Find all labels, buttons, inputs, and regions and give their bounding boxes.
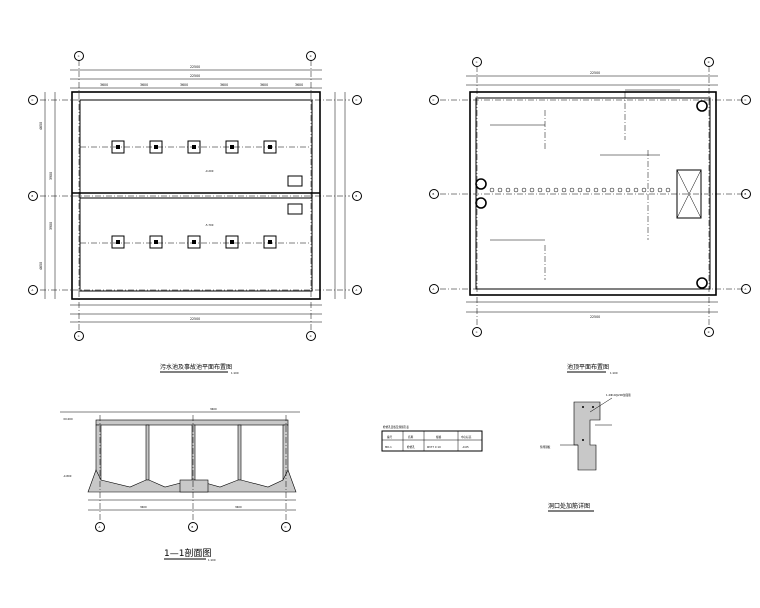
table-cell-spec: Φ377 X 10 xyxy=(427,445,441,449)
plan1-dim-bay-5: 3600 xyxy=(260,83,268,87)
grid-bubble-a-left-roof: A xyxy=(433,287,435,291)
section-bubble-c: C xyxy=(285,525,287,529)
plan1-dim-row-1: 4650 xyxy=(39,122,43,130)
grid-bubble-b-right-roof: B xyxy=(745,192,747,196)
plan2-scale: 1:100 xyxy=(610,371,618,375)
opening-detail: 1.2Φ10@200加强筋 预埋钢板 洞口处加筋详图 xyxy=(540,393,631,512)
grid-bubble-2-top-roof: ② xyxy=(708,61,711,64)
plan1-dim-bay-3: 3600 xyxy=(180,83,188,87)
grid-bubble-c-left-roof: C xyxy=(433,98,435,102)
column-row-1 xyxy=(111,140,277,154)
access-opening-2 xyxy=(287,203,303,215)
plan1-elev-1: -0.200 xyxy=(205,169,214,173)
column-row-2 xyxy=(111,235,277,249)
grid-bubble-b-left-roof: B xyxy=(433,192,435,196)
grid-bubble-c-left: C xyxy=(32,98,34,102)
section-dim-left: 3600 xyxy=(140,505,147,509)
roof-hole-left-1 xyxy=(475,178,487,190)
grid-bubble-a-right: A xyxy=(356,288,358,292)
plan1-dim-bay-1: 3600 xyxy=(100,83,108,87)
grid-bubble-a-left: A xyxy=(32,288,34,292)
roof-hatch xyxy=(676,169,702,219)
plan1-dim-overall-top: 22500 xyxy=(190,65,200,69)
roof-hole-bottom-right xyxy=(696,277,708,289)
plan1-dim-row-4: 4650 xyxy=(39,262,43,270)
section-elev-bottom: -4.800 xyxy=(63,474,72,478)
plan1-dim-row-3: 3900 xyxy=(49,222,53,230)
plan2-dim-overall-bottom: 22500 xyxy=(590,315,600,319)
plan-sewage-pool: 22500 22500 3600 3600 3600 3600 3600 360… xyxy=(28,51,362,375)
grid-bubble-c-right: C xyxy=(356,98,358,102)
grid-bubble-2-top: ② xyxy=(310,55,313,58)
table-cell-code: MD-1 xyxy=(385,445,392,449)
plan1-elev-2: -5.700 xyxy=(205,223,214,227)
table-header-code: 编号 xyxy=(387,435,393,439)
grid-bubble-c-right-roof: C xyxy=(745,98,747,102)
plan1-dim-row-2: 3900 xyxy=(49,172,53,180)
detail-title: 洞口处加筋详图 xyxy=(548,502,590,510)
access-opening-1 xyxy=(287,175,303,187)
plan1-dim-bay-6: 3600 xyxy=(295,83,303,87)
table-title: 检修孔盖板及预留孔表 xyxy=(383,425,409,429)
grid-bubble-2-bottom: ② xyxy=(310,335,313,338)
section-bubble-a: A xyxy=(99,525,101,529)
plan1-dim-overall-bottom: 22500 xyxy=(190,317,200,321)
roof-hole-top-right xyxy=(696,100,708,112)
grid-bubble-1-bottom: ① xyxy=(78,335,81,338)
section-dim-right: 3600 xyxy=(235,505,242,509)
section-dim-top: 3600 xyxy=(210,407,217,411)
section-scale: 1:100 xyxy=(208,558,216,562)
roof-center-row xyxy=(489,187,671,193)
table-header-elev: 中心标高 xyxy=(461,435,472,439)
table-header-name: 名称 xyxy=(408,435,414,439)
opening-table: 检修孔盖板及预留孔表 编号 名称 规格 中心标高 MD-1 检修孔 Φ377 X… xyxy=(381,425,483,452)
plan1-dim-bay-2: 3600 xyxy=(140,83,148,87)
plan1-scale: 1:100 xyxy=(231,371,239,375)
roof-hole-left-2 xyxy=(475,197,487,209)
grid-bubble-1-bottom-roof: ① xyxy=(476,331,479,334)
grid-bubble-b-left: B xyxy=(32,194,34,198)
detail-note-rebar: 1.2Φ10@200加强筋 xyxy=(606,393,631,397)
plan1-dim-top-2: 22500 xyxy=(190,74,200,78)
section-bubble-b: B xyxy=(192,525,194,529)
section-1-1: 3600 ±0.000 -4.800 3600 3600 A B C 1—1剖面… xyxy=(60,407,300,562)
plan1-dim-bay-4: 3600 xyxy=(220,83,228,87)
table-header-spec: 规格 xyxy=(436,435,442,439)
detail-note-plate: 预埋钢板 xyxy=(540,445,551,449)
plan2-title: 池顶平面布置图 xyxy=(567,363,609,371)
section-sump xyxy=(179,479,209,493)
plan2-dim-overall-top: 22500 xyxy=(590,71,600,75)
section-elev-top: ±0.000 xyxy=(63,417,73,421)
table-cell-name: 检修孔 xyxy=(407,445,415,449)
grid-bubble-1-top: ① xyxy=(78,55,81,58)
section-title: 1—1剖面图 xyxy=(164,547,211,559)
grid-bubble-a-right-roof: A xyxy=(745,287,747,291)
grid-bubble-b-right: B xyxy=(356,194,358,198)
plan1-title: 污水池及事故池平面布置图 xyxy=(160,363,232,371)
plan-roof: ① ② 22500 C B A C B A xyxy=(429,57,751,375)
grid-bubble-2-bottom-roof: ② xyxy=(708,331,711,334)
table-cell-elev: -0.05 xyxy=(462,445,469,449)
grid-bubble-1-top-roof: ① xyxy=(476,61,479,64)
